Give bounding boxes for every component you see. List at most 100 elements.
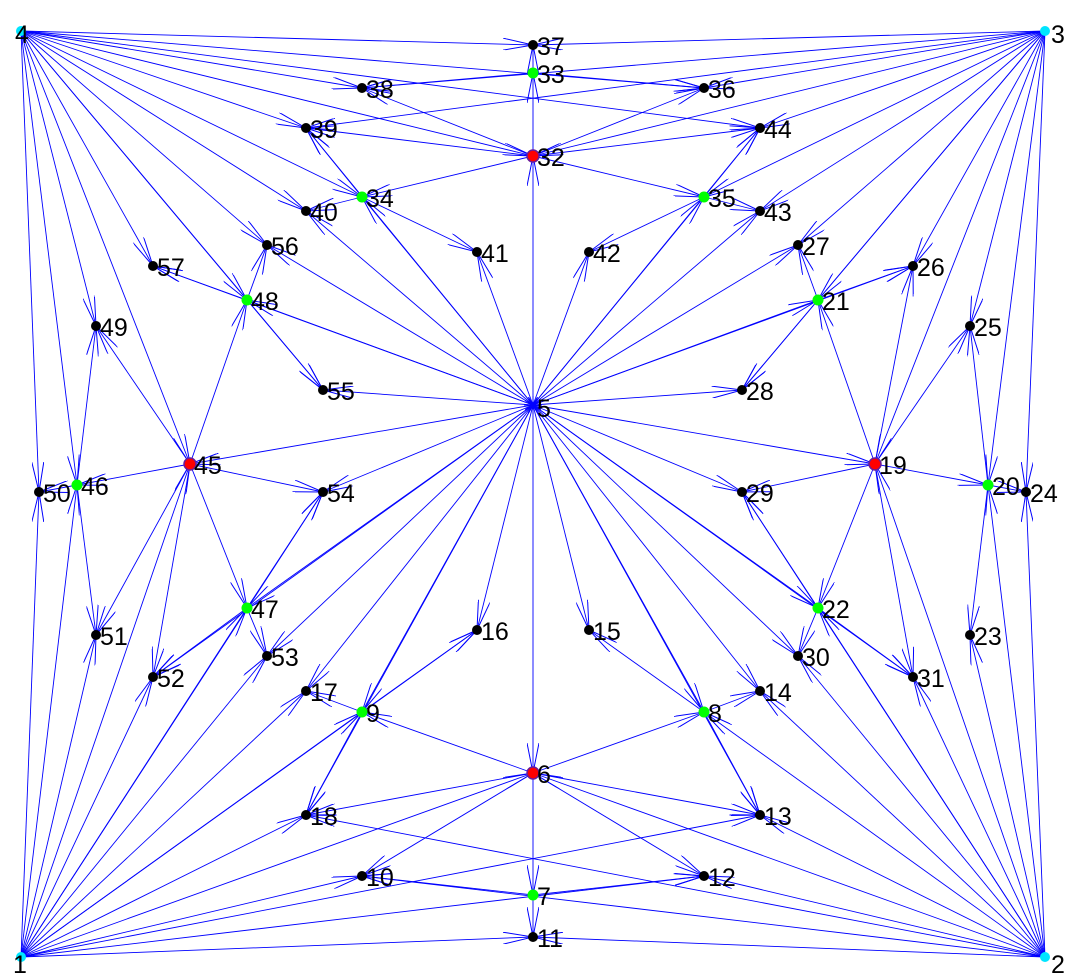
edge-5-40 bbox=[306, 211, 534, 406]
node-8-marker bbox=[698, 706, 710, 718]
node-52-label: 52 bbox=[157, 665, 185, 693]
node-8-label: 8 bbox=[708, 700, 722, 728]
node-15-label: 15 bbox=[593, 618, 621, 646]
edge-4-46 bbox=[20, 30, 77, 485]
node-56: 56 bbox=[262, 233, 299, 261]
edge-3-35 bbox=[704, 30, 1046, 197]
node-50: 50 bbox=[34, 480, 71, 508]
node-39-marker bbox=[301, 123, 311, 133]
edge-5-13 bbox=[532, 404, 760, 815]
edge-20-25 bbox=[970, 326, 989, 486]
edge-4-40 bbox=[20, 30, 306, 211]
node-24-marker bbox=[1021, 487, 1031, 497]
edge-2-31 bbox=[913, 677, 1046, 958]
edge-32-39 bbox=[306, 128, 534, 157]
node-41-label: 41 bbox=[481, 240, 509, 268]
edge-3-32 bbox=[533, 30, 1046, 156]
edge-5-55 bbox=[323, 390, 534, 406]
edge-4-57 bbox=[20, 30, 153, 266]
edge-19-22 bbox=[818, 463, 876, 608]
edge-46-51 bbox=[76, 484, 96, 635]
node-53-marker bbox=[262, 651, 272, 661]
edge-34-41 bbox=[361, 196, 477, 252]
node-46-marker bbox=[71, 479, 83, 491]
edge-48-56 bbox=[246, 245, 267, 301]
edge-1-12 bbox=[20, 876, 704, 958]
edge-4-56 bbox=[20, 30, 267, 245]
node-13-label: 13 bbox=[764, 803, 792, 831]
edge-5-17 bbox=[306, 404, 534, 691]
node-45-label: 45 bbox=[194, 452, 222, 480]
node-4: 4 bbox=[15, 21, 29, 49]
node-56-marker bbox=[262, 240, 272, 250]
edge-4-45 bbox=[20, 30, 190, 464]
node-35-marker bbox=[698, 191, 710, 203]
node-11-label: 11 bbox=[537, 925, 563, 953]
node-21-marker bbox=[812, 294, 824, 306]
node-33-label: 33 bbox=[537, 61, 565, 89]
node-16: 16 bbox=[472, 618, 509, 646]
edge-5-56 bbox=[267, 245, 534, 406]
node-34-marker bbox=[356, 191, 368, 203]
edge-1-50 bbox=[20, 492, 39, 958]
node-6-label: 6 bbox=[537, 761, 551, 789]
edge-2-10 bbox=[362, 876, 1046, 958]
edge-4-49 bbox=[20, 30, 96, 326]
edge-2-12 bbox=[704, 876, 1046, 958]
node-23-marker bbox=[965, 630, 975, 640]
node-2-marker bbox=[1040, 952, 1050, 962]
node-27-marker bbox=[793, 240, 803, 250]
node-49-label: 49 bbox=[100, 314, 128, 342]
node-34: 34 bbox=[356, 185, 394, 213]
edge-1-17 bbox=[20, 691, 306, 958]
node-16-marker bbox=[472, 625, 482, 635]
edge-3-26 bbox=[913, 30, 1046, 266]
node-15-marker bbox=[584, 625, 594, 635]
node-50-label: 50 bbox=[43, 480, 71, 508]
node-21-label: 21 bbox=[822, 288, 850, 316]
edge-1-52 bbox=[20, 677, 153, 958]
edge-45-49 bbox=[96, 326, 191, 465]
edge-47-53 bbox=[246, 607, 267, 656]
edge-6-8 bbox=[532, 712, 704, 774]
node-2: 2 bbox=[1040, 951, 1065, 978]
node-14-marker bbox=[755, 686, 765, 696]
edge-5-42 bbox=[532, 252, 589, 406]
node-48: 48 bbox=[241, 288, 279, 316]
edge-5-15 bbox=[532, 404, 589, 630]
edge-19-25 bbox=[874, 326, 970, 465]
node-19-marker bbox=[868, 457, 882, 471]
node-36: 36 bbox=[699, 76, 736, 104]
node-7-label: 7 bbox=[537, 883, 551, 911]
node-19-label: 19 bbox=[879, 452, 907, 480]
node-45: 45 bbox=[183, 452, 222, 480]
node-23: 23 bbox=[965, 623, 1002, 651]
node-38-label: 38 bbox=[366, 76, 394, 104]
node-34-label: 34 bbox=[366, 185, 394, 213]
edge-19-20 bbox=[874, 463, 988, 485]
node-25: 25 bbox=[965, 314, 1002, 342]
node-31: 31 bbox=[908, 665, 945, 693]
edge-1-9 bbox=[20, 712, 362, 958]
node-53-label: 53 bbox=[271, 644, 299, 672]
node-10: 10 bbox=[357, 864, 394, 892]
node-54-marker bbox=[318, 487, 328, 497]
node-3: 3 bbox=[1040, 21, 1065, 49]
edge-3-24 bbox=[1026, 30, 1046, 492]
edge-5-52 bbox=[153, 404, 534, 677]
node-35: 35 bbox=[698, 185, 736, 213]
node-48-marker bbox=[241, 294, 253, 306]
node-40: 40 bbox=[301, 199, 338, 227]
edge-8-14 bbox=[703, 691, 760, 713]
node-30-label: 30 bbox=[802, 644, 830, 672]
node-16-label: 16 bbox=[481, 618, 509, 646]
edge-2-22 bbox=[818, 608, 1046, 958]
edge-4-48 bbox=[20, 30, 247, 300]
node-15: 15 bbox=[584, 618, 621, 646]
node-22-label: 22 bbox=[822, 596, 850, 624]
edge-45-51 bbox=[96, 463, 191, 635]
node-26-label: 26 bbox=[917, 254, 945, 282]
node-44-marker bbox=[755, 123, 765, 133]
edge-4-39 bbox=[20, 30, 306, 128]
edge-9-17 bbox=[306, 691, 363, 713]
